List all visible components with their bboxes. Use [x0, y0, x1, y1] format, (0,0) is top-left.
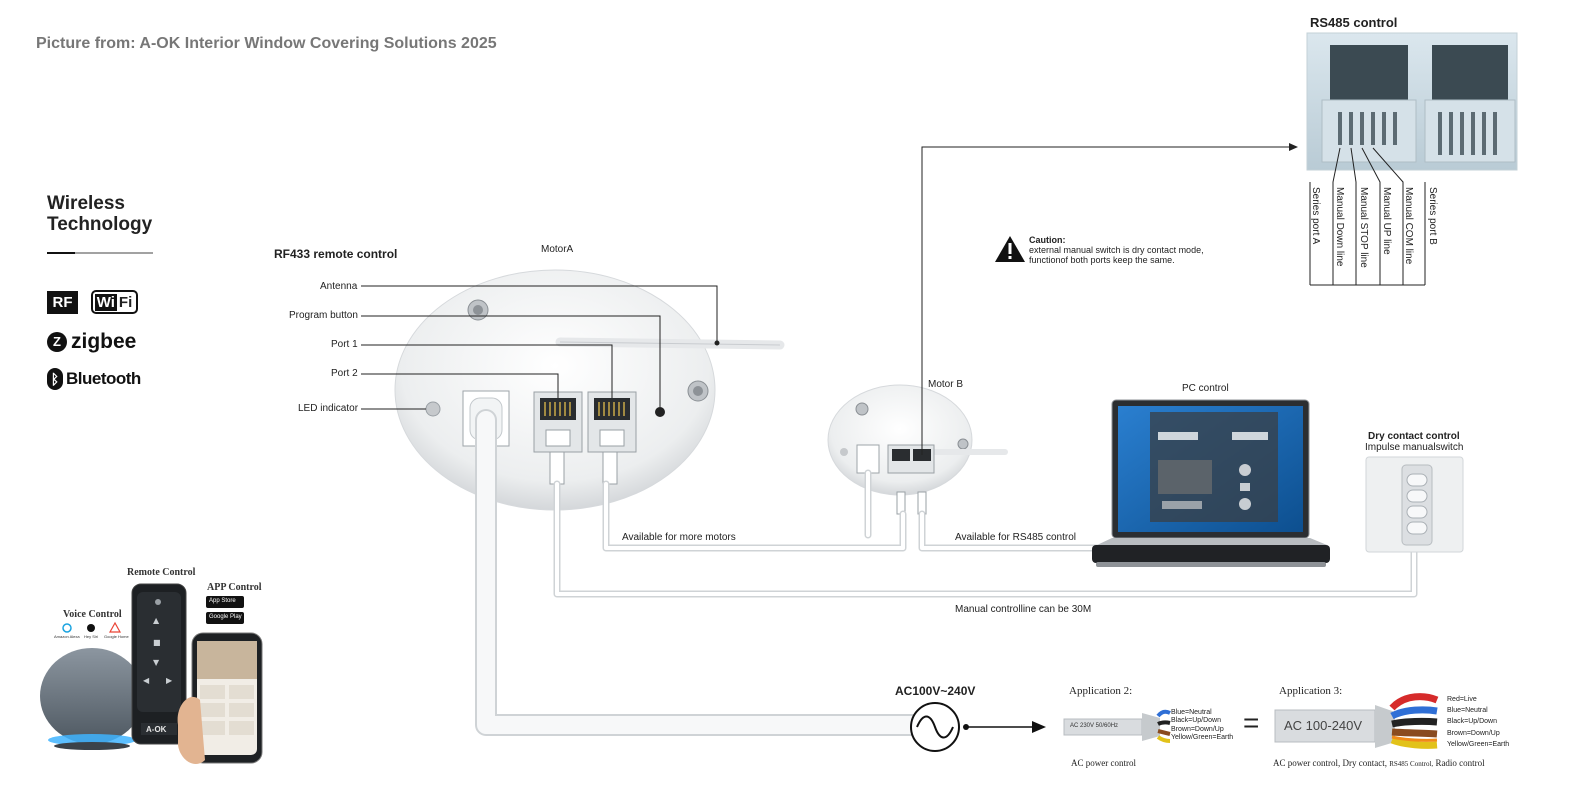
voice-icon-label-1: Amazon Alexa [54, 634, 80, 639]
pc-control-title: PC control [1182, 383, 1229, 394]
motor-a-title: MotorA [541, 244, 574, 255]
app2-wire-black: Black=Up/Down [1171, 717, 1221, 724]
bluetooth-logo: ᛒ Bluetooth [47, 368, 141, 390]
rs485-title: RS485 control [1310, 15, 1398, 30]
voice-icon-label-2: Hey Siri [84, 634, 99, 639]
arrow-head-icon [1289, 143, 1298, 151]
app2-wire-blue: Blue=Neutral [1171, 709, 1212, 716]
more-motors-label: Available for more motors [622, 532, 736, 543]
wireless-title-line1: Wireless [47, 193, 125, 214]
dry-contact-subtitle: Impulse manualswitch [1365, 442, 1464, 453]
pin-label-manual-up: Manual UP line [1381, 187, 1392, 255]
rs485-pin-leaders [1309, 147, 1426, 286]
apple-icon [87, 624, 95, 632]
voice-control-label: Voice Control [63, 609, 122, 620]
motor-a-drawing [394, 269, 785, 511]
alexa-icon [62, 623, 72, 633]
laptop-drawing [1092, 399, 1330, 567]
dry-contact-title: Dry contact control [1368, 431, 1460, 442]
app-store-badge: App Store [209, 598, 236, 604]
zigbee-icon: Z [47, 332, 67, 352]
equals-sign: = [1243, 707, 1260, 738]
pin-label-series-b: Series port B [1427, 187, 1438, 245]
led-indicator-label: LED indicator [298, 403, 359, 414]
google-home-icon [108, 621, 122, 633]
program-button-label: Program button [289, 310, 358, 321]
source-caption: Picture from: A-OK Interior Window Cover… [36, 35, 497, 52]
rf-logo: RF [47, 291, 78, 314]
svg-text:■: ■ [153, 638, 161, 647]
svg-text:▼: ▼ [153, 658, 160, 667]
app3-caption: AC power control, Dry contact, RS485 Con… [1273, 758, 1485, 768]
app3-cable [1274, 693, 1439, 749]
product-collage: ▲ ■ ▼ ◀ ▶ [40, 583, 263, 765]
google-play-badge: Google Play [209, 614, 242, 620]
program-button-icon [655, 407, 665, 417]
rf433-title: RF433 remote control [274, 247, 398, 261]
app2-cable [1063, 709, 1171, 743]
app2-caption: AC power control [1071, 758, 1136, 768]
app2-cable-text: AC 230V 50/60Hz [1070, 723, 1119, 729]
voice-icon-label-3: Google Home [104, 634, 129, 639]
wifi-logo-wi: Wi [94, 293, 117, 311]
app3-title: Application 3: [1279, 685, 1343, 697]
svg-text:▶: ▶ [166, 676, 173, 685]
bluetooth-logo-text: Bluetooth [66, 369, 141, 388]
ac-source-icon [910, 702, 1046, 752]
pin-label-manual-com: Manual COM line [1403, 187, 1414, 265]
app2-title: Application 2: [1069, 685, 1133, 697]
arrow-head-icon [1032, 721, 1046, 733]
app3-caption-c: RS485 Control, [1389, 760, 1434, 768]
motor-b-title: Motor B [928, 379, 964, 390]
ac-voltage-label: AC100V~240V [895, 684, 976, 698]
caution-title: Caution: [1029, 235, 1066, 245]
warning-icon [995, 236, 1025, 262]
port1-label: Port 1 [331, 339, 358, 350]
app3-wire-red: Red=Live [1447, 696, 1477, 703]
cables [475, 409, 1418, 736]
rs485-available-label: Available for RS485 control [955, 532, 1076, 543]
caution-line1: external manual switch is dry contact mo… [1029, 245, 1204, 255]
app3-wire-yellow: Yellow/Green=Earth [1447, 741, 1510, 748]
app3-caption-d: Radio control [1435, 758, 1485, 768]
port-1-socket [587, 391, 637, 453]
motor-b-drawing [827, 384, 1008, 515]
led-indicator-icon [425, 401, 441, 417]
app3-cable-text: AC 100-240V [1284, 718, 1363, 733]
dry-switch-drawing [1365, 456, 1464, 553]
wireless-title-line2: Technology [47, 214, 153, 235]
rs485-arrow [921, 146, 1292, 455]
motor-a-leaders [361, 285, 718, 410]
app3-caption-b: Dry contact, [1342, 758, 1387, 768]
app3-caption-a: AC power control, [1273, 758, 1341, 768]
antenna-label: Antenna [320, 281, 358, 292]
app2-wire-yellow: Yellow/Green=Earth [1171, 734, 1234, 741]
remote-brand: A-OK [146, 725, 167, 734]
caution-line2: functionof both ports keep the same. [1029, 255, 1175, 265]
controlline-label: Manual controlline can be 30M [955, 604, 1092, 615]
svg-text:◀: ◀ [143, 676, 150, 685]
pc-up-icon [1239, 464, 1251, 476]
zigbee-logo: Z zigbee [47, 330, 136, 354]
app3-wire-blue: Blue=Neutral [1447, 707, 1488, 714]
pc-down-icon [1239, 498, 1251, 510]
app3-wire-brown: Brown=Down/Up [1447, 730, 1500, 737]
port2-label: Port 2 [331, 368, 358, 379]
pin-label-manual-stop: Manual STOP line [1358, 187, 1369, 268]
svg-text:▲: ▲ [153, 616, 160, 625]
port-2-socket [533, 391, 583, 453]
zigbee-logo-text: zigbee [71, 330, 137, 353]
app3-wire-black: Black=Up/Down [1447, 718, 1497, 725]
pin-label-series-a: Series port A [1310, 187, 1321, 245]
app-control-label: APP Control [207, 582, 262, 593]
pin-label-manual-down: Manual Down line [1334, 187, 1345, 267]
rf-logo-text: RF [52, 294, 73, 311]
wifi-logo-fi: Fi [118, 293, 133, 311]
rs485-connector [1306, 32, 1518, 171]
app2-wire-brown: Brown=Down/Up [1171, 726, 1224, 733]
bluetooth-icon: ᛒ [47, 368, 63, 390]
remote-control-label: Remote Control [127, 567, 196, 578]
